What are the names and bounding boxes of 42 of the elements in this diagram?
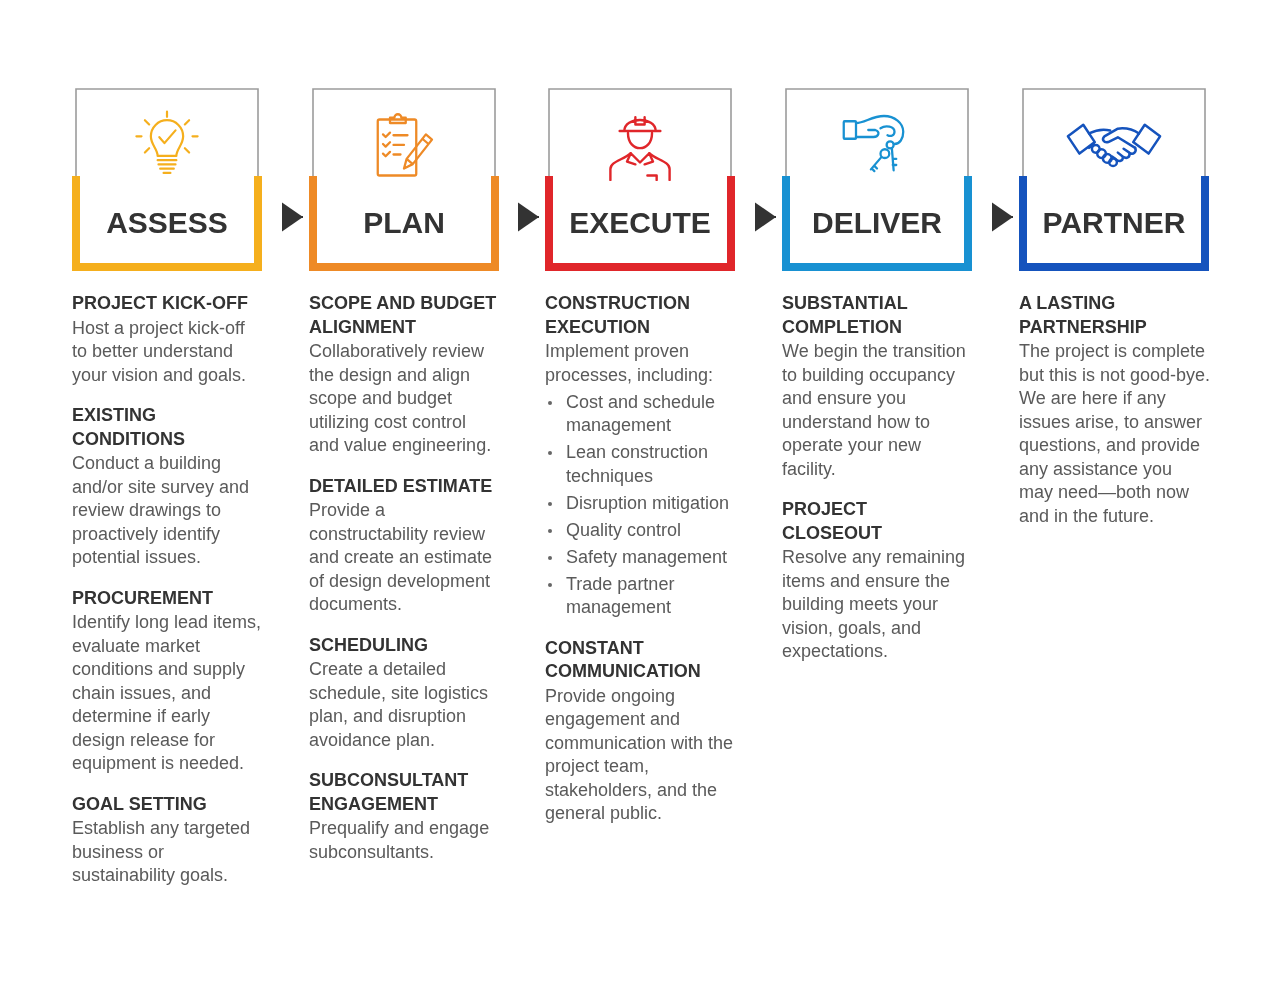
stage-title: PLAN	[363, 206, 445, 240]
section-heading: SCHEDULING	[309, 633, 428, 657]
bullet-item: Quality control	[566, 518, 682, 542]
section-text: Conduct a building and/or site survey and review drawings to proactively identify potential issues.	[72, 452, 251, 569]
section-text: Resolve any remaining items and ensure the building meets your vision, goals, and expectations.	[782, 546, 967, 663]
stage-title: EXECUTE	[569, 206, 711, 240]
section-heading: PROJECT CLOSEOUT	[782, 498, 883, 545]
section-heading: CONSTANT COMMUNICATION	[545, 636, 702, 683]
section-text: Prequalify and engage subconsultants.	[309, 817, 491, 864]
section-text: Collaboratively review the design and align scope and budget utilizing cost control and value engineering.	[309, 340, 493, 457]
bullet-item: Lean construction techniques	[566, 441, 710, 488]
section-heading: DETAILED ESTIMATE	[309, 474, 493, 498]
stage-title: ASSESS	[106, 206, 228, 240]
section-heading: PROCUREMENT	[72, 586, 213, 610]
bullet-item: Disruption mitigation	[566, 491, 730, 515]
bullet-item: Safety management	[566, 545, 728, 569]
section-text: Provide ongoing engagement and communication with the project team, stakeholders, and the general public.	[545, 684, 735, 825]
section-text: Identify long lead items, evaluate market conditions and supply chain issues, and determine if early design release for equipment is needed.	[72, 611, 262, 775]
section-text: Host a project kick-off to better understand your vision and goals.	[72, 316, 248, 387]
section-heading: SCOPE AND BUDGET ALIGNMENT	[309, 292, 498, 339]
section-text: The project is complete but this is not good-bye. We are here if any issues arise, to answer questions, and provide any assistance you may need—both now and in the future.	[1019, 340, 1211, 528]
section-heading: SUBCONSULTANT ENGAGEMENT	[309, 769, 470, 816]
section-heading: A LASTING PARTNERSHIP	[1019, 292, 1148, 339]
section-text: Establish any targeted business or sustainability goals.	[72, 817, 252, 887]
bullet-item: Cost and schedule management	[566, 390, 717, 437]
stage-box	[309, 88, 499, 271]
section-heading: CONSTRUCTION EXECUTION	[545, 292, 691, 339]
stage-title: DELIVER	[812, 206, 942, 240]
section-text: Create a detailed schedule, site logistics plan, and disruption avoidance plan.	[309, 658, 490, 752]
section-heading: PROJECT KICK-OFF	[72, 292, 248, 315]
section-text: Implement proven processes, including:	[545, 340, 715, 387]
section-heading: GOAL SETTING	[72, 792, 207, 816]
section-text: We begin the transition to building occupancy and ensure you understand how to operate your new facility.	[782, 340, 967, 481]
stage-box	[545, 88, 735, 271]
section-heading: EXISTING CONDITIONS	[72, 404, 186, 451]
stage-title: PARTNER	[1042, 206, 1186, 240]
bullet-item: Trade partner management	[566, 572, 676, 619]
section-text: Provide a constructability review and create an estimate of design development documents.	[309, 499, 494, 616]
stage-box	[72, 88, 262, 271]
section-heading: SUBSTANTIAL COMPLETION	[782, 292, 909, 339]
stage-box	[782, 88, 972, 271]
stage-box	[1019, 88, 1209, 271]
